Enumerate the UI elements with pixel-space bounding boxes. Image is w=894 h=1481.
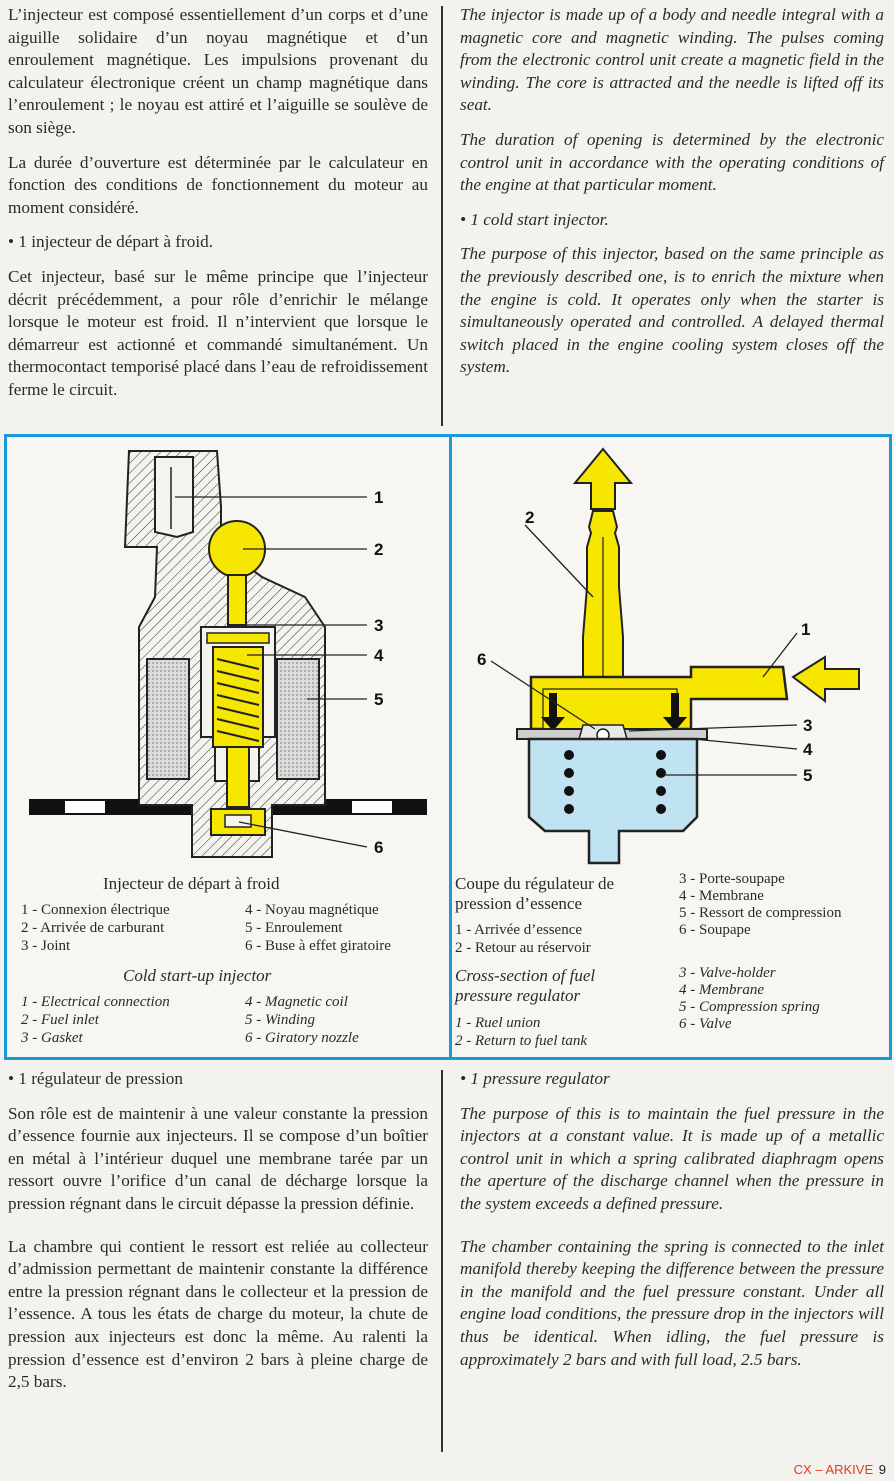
bottom-text-english: • 1 pressure regulator The purpose of th… bbox=[460, 1068, 884, 1383]
column-divider bbox=[441, 6, 443, 426]
bullet-heading: • 1 pressure regulator bbox=[460, 1069, 610, 1088]
legend-item: 5 - Compression spring bbox=[679, 999, 820, 1015]
legend-item: 4 - Membrane bbox=[679, 982, 764, 998]
callout-label: 5 bbox=[374, 690, 383, 709]
legend-item: 4 - Magnetic coil bbox=[245, 994, 348, 1010]
callout-label: 3 bbox=[374, 616, 383, 635]
legend-item: 4 - Noyau magnétique bbox=[245, 902, 379, 918]
inlet-arrow-icon bbox=[791, 655, 860, 703]
bullet-heading: • 1 régulateur de pression bbox=[8, 1069, 183, 1088]
legend-item: 2 - Return to fuel tank bbox=[455, 1033, 588, 1049]
page-number: 9 bbox=[878, 1462, 886, 1477]
page-footer: CX – ARKIVE 9 bbox=[794, 1462, 886, 1477]
bullet-heading: • 1 injecteur de départ à froid. bbox=[8, 232, 214, 252]
figure-frame: 1 2 3 4 5 6 bbox=[4, 434, 892, 1060]
legend-item: 3 - Porte-soupape bbox=[679, 871, 785, 887]
pressure-arrow-icon bbox=[541, 693, 565, 731]
paragraph: The duration of opening is determined by… bbox=[460, 129, 884, 195]
callout-label: 4 bbox=[374, 646, 384, 665]
callout-label: 1 bbox=[374, 488, 383, 507]
bottom-text-french: • 1 régulateur de pression Son rôle est … bbox=[8, 1068, 428, 1406]
callout-label: 2 bbox=[374, 540, 383, 559]
legend-list: 1 - Ruel union 2 - Return to fuel tank bbox=[455, 1014, 587, 1050]
legend-item: 6 - Valve bbox=[679, 1016, 732, 1032]
legend-list: 3 - Valve-holder 4 - Membrane 5 - Compre… bbox=[679, 965, 820, 1033]
caption-title: Injecteur de départ à froid bbox=[103, 874, 280, 893]
legend-item: 1 - Ruel union bbox=[455, 1015, 541, 1031]
callout-label: 6 bbox=[374, 838, 383, 857]
paragraph: The purpose of this injector, based on t… bbox=[460, 244, 884, 377]
legend-item: 6 - Giratory nozzle bbox=[245, 1030, 359, 1046]
winding-left bbox=[146, 658, 190, 780]
pressure-arrow-icon bbox=[663, 693, 687, 731]
legend-item: 5 - Winding bbox=[245, 1012, 315, 1028]
callout-label: 5 bbox=[803, 766, 812, 785]
paragraph: La chambre qui contient le ressort est r… bbox=[8, 1236, 428, 1392]
caption-title: Cross-section of fuel pressure regulator bbox=[455, 966, 596, 1005]
paragraph: L’injecteur est composé essentiellement … bbox=[8, 5, 428, 137]
outlet-arrow-icon bbox=[572, 447, 634, 510]
figure-divider bbox=[449, 437, 452, 1057]
column-divider bbox=[441, 1070, 443, 1452]
paragraph: Cet injecteur, basé sur le même principe… bbox=[8, 266, 428, 399]
caption-title: Cold start-up injector bbox=[123, 966, 272, 985]
brand-watermark: CX – ARKIVE bbox=[793, 1462, 874, 1477]
winding-right bbox=[276, 658, 320, 780]
legend-item: 6 - Soupape bbox=[679, 922, 751, 938]
legend-item: 1 - Arrivée d’essence bbox=[455, 922, 583, 938]
legend-list: 1 - Arrivée d’essence 2 - Retour au rése… bbox=[455, 921, 591, 957]
bullet-heading: • 1 cold start injector. bbox=[460, 209, 609, 229]
legend-item: 4 - Membrane bbox=[679, 888, 764, 904]
callout-label: 1 bbox=[801, 620, 810, 639]
legend-item: 3 - Valve-holder bbox=[679, 965, 776, 981]
legend-list: 4 - Magnetic coil 5 - Winding 6 - Girato… bbox=[245, 993, 359, 1047]
caption-title: Coupe du régulateur de pression d’essenc… bbox=[455, 874, 615, 913]
legend-item: 2 - Fuel inlet bbox=[21, 1012, 99, 1028]
callout-label: 3 bbox=[803, 716, 812, 735]
top-text-french: L’injecteur est composé essentiellement … bbox=[8, 4, 428, 414]
cold-start-injector-diagram: 1 2 3 4 5 6 bbox=[29, 450, 427, 858]
paragraph: The chamber containing the spring is con… bbox=[460, 1236, 884, 1369]
spring-chamber bbox=[527, 737, 699, 865]
callout-label: 6 bbox=[477, 650, 486, 669]
callout-label: 4 bbox=[803, 740, 813, 759]
legend-list: 1 - Connexion électrique 2 - Arrivée de … bbox=[21, 901, 170, 955]
legend-item: 2 - Arrivée de carburant bbox=[21, 920, 165, 936]
paragraph: La durée d’ouverture est déterminée par … bbox=[8, 152, 428, 217]
paragraph: Son rôle est de maintenir à une valeur c… bbox=[8, 1103, 428, 1213]
paragraph: The injector is made up of a body and ne… bbox=[460, 5, 884, 115]
legend-item: 1 - Connexion électrique bbox=[21, 902, 170, 918]
legend-list: 3 - Porte-soupape 4 - Membrane 5 - Resso… bbox=[679, 871, 841, 939]
legend-item: 5 - Enroulement bbox=[245, 920, 343, 936]
pressure-regulator-diagram: 1 2 3 4 5 6 bbox=[477, 447, 860, 865]
legend-list: 1 - Electrical connection 2 - Fuel inlet… bbox=[21, 993, 170, 1047]
top-text-english: The injector is made up of a body and ne… bbox=[460, 4, 884, 391]
legend-item: 2 - Retour au réservoir bbox=[455, 940, 591, 956]
legend-item: 5 - Ressort de compression bbox=[679, 905, 842, 921]
callout-label: 2 bbox=[525, 508, 534, 527]
legend-item: 1 - Electrical connection bbox=[21, 994, 170, 1010]
paragraph: The purpose of this is to maintain the f… bbox=[460, 1103, 884, 1213]
legend-item: 3 - Gasket bbox=[21, 1030, 83, 1046]
legend-list: 4 - Noyau magnétique 5 - Enroulement 6 -… bbox=[245, 901, 391, 955]
legend-item: 3 - Joint bbox=[21, 938, 71, 954]
legend-item: 6 - Buse à effet giratoire bbox=[245, 938, 391, 954]
